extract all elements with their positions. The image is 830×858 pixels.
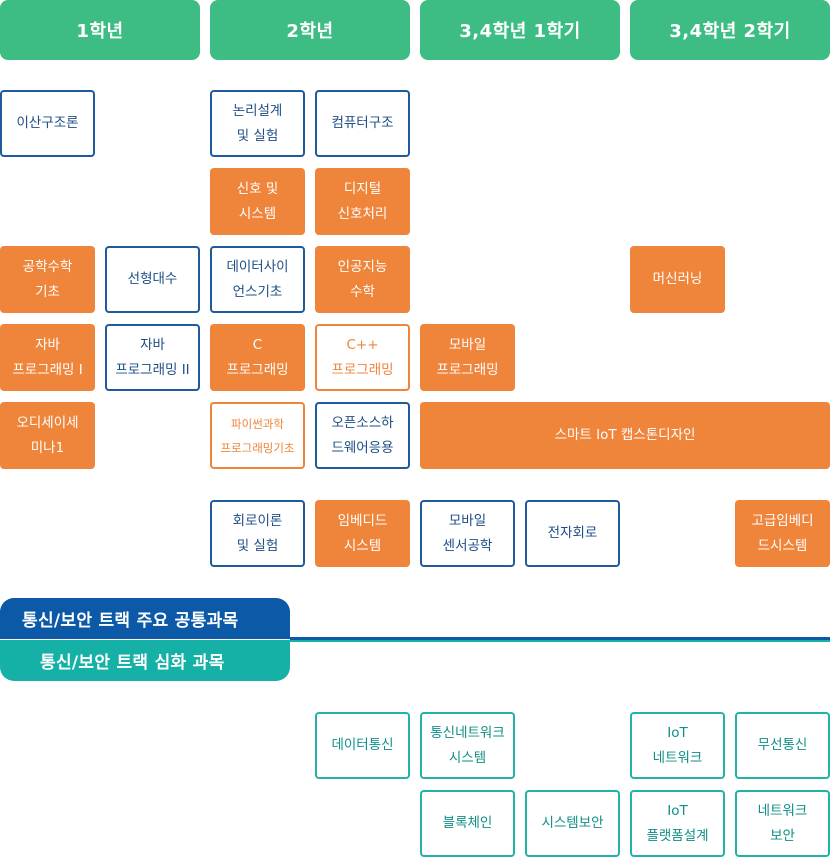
track-divider-line-teal [290,640,830,642]
course-communication-network-systems: 통신네트워크 시스템 [420,712,515,779]
course-signals-systems: 신호 및 시스템 [210,168,305,235]
track-common-label: 통신/보안 트랙 주요 공통과목 [0,598,290,639]
course-computer-architecture: 컴퓨터구조 [315,90,410,157]
course-cpp-programming: C++ 프로그래밍 [315,324,410,391]
course-python-science-programming: 파이썬과학 프로그래밍기초 [210,402,305,469]
header-year-1: 1학년 [0,0,200,60]
header-year-34-sem1: 3,4학년 1학기 [420,0,620,60]
course-blockchain: 블록체인 [420,790,515,857]
course-mobile-programming: 모바일 프로그래밍 [420,324,515,391]
course-data-communication: 데이터통신 [315,712,410,779]
track-divider-line [290,637,830,640]
course-logic-design-lab: 논리설계 및 실험 [210,90,305,157]
course-java-programming-1: 자바 프로그래밍 I [0,324,95,391]
course-data-science-basics: 데이터사이 언스기초 [210,246,305,313]
course-wireless-communication: 무선통신 [735,712,830,779]
course-java-programming-2: 자바 프로그래밍 II [105,324,200,391]
course-ai-math: 인공지능 수학 [315,246,410,313]
course-smart-iot-capstone: 스마트 IoT 캡스톤디자인 [420,402,830,469]
course-digital-signal-processing: 디지털 신호처리 [315,168,410,235]
course-electronic-circuits: 전자회로 [525,500,620,567]
course-c-programming: C 프로그래밍 [210,324,305,391]
header-year-2: 2학년 [210,0,410,60]
course-network-security: 네트워크 보안 [735,790,830,857]
course-open-source-hardware: 오픈소스하 드웨어응용 [315,402,410,469]
course-iot-platform-design: IoT 플랫폼설계 [630,790,725,857]
track-advanced-label: 통신/보안 트랙 심화 과목 [0,640,290,681]
course-discrete-structures: 이산구조론 [0,90,95,157]
course-engineering-math: 공학수학 기초 [0,246,95,313]
course-linear-algebra: 선형대수 [105,246,200,313]
course-embedded-systems: 임베디드 시스템 [315,500,410,567]
course-machine-learning: 머신러닝 [630,246,725,313]
course-iot-network: IoT 네트워크 [630,712,725,779]
course-circuit-theory-lab: 회로이론 및 실험 [210,500,305,567]
course-system-security: 시스템보안 [525,790,620,857]
course-odyssey-seminar: 오디세이세 미나1 [0,402,95,469]
header-year-34-sem2: 3,4학년 2학기 [630,0,830,60]
course-mobile-sensor-engineering: 모바일 센서공학 [420,500,515,567]
course-advanced-embedded-systems: 고급임베디 드시스템 [735,500,830,567]
